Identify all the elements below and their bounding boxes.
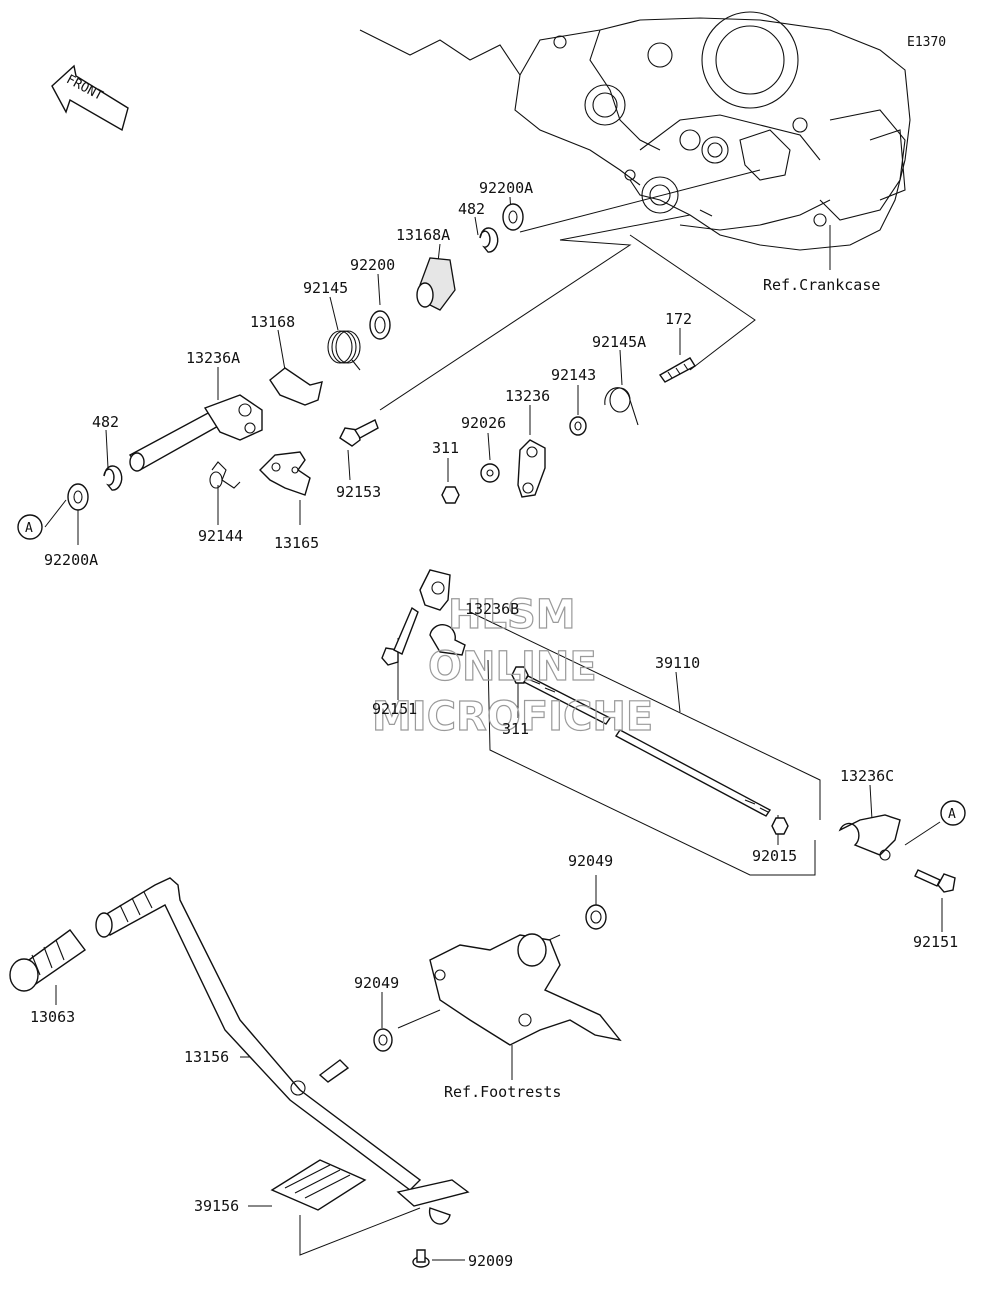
spring-92144 [209,461,241,489]
joint-13236C [838,814,901,861]
label-92145: 92145 [303,279,348,297]
circlip-482-left [103,465,123,491]
label-172: 172 [665,310,692,328]
watermark-line-3: MICROFICHE [372,694,653,740]
bushing-92049-mid [373,1028,393,1052]
crankcase-drawing [359,11,911,251]
label-92200A-top: 92200A [479,179,533,197]
label-311-mid: 311 [502,720,529,738]
bolt-92153 [339,419,379,447]
label-311-top: 311 [432,439,459,457]
label-13236B: 13236B [465,600,519,618]
footrest-bracket [429,933,622,1046]
pedal-13156 [95,877,422,1191]
bolt-92151-left [381,606,419,666]
marker-A-right-label: A [948,807,956,822]
bolt-92151-right [914,869,956,893]
label-92143: 92143 [551,366,596,384]
front-arrow-icon: FRONT [51,64,129,132]
label-92026: 92026 [461,414,506,432]
nut-92015 [771,817,789,835]
spring-92145A [604,387,639,426]
label-92009: 92009 [468,1252,513,1270]
label-92200A-left: 92200A [44,551,98,569]
spring-92145 [327,330,361,371]
nut-311-top [441,486,460,504]
label-92144: 92144 [198,527,243,545]
watermark-line-1: HLSM [448,592,576,638]
screw-92009 [412,1249,430,1268]
label-92200: 92200 [350,256,395,274]
ref-crankcase: Ref.Crankcase [763,276,880,294]
label-13168A: 13168A [396,226,450,244]
marker-A-right: A [940,800,966,826]
label-92153: 92153 [336,483,381,501]
ref-footrests: Ref.Footrests [444,1083,561,1101]
washer-92200A-left [67,483,89,511]
rubber-13063 [9,929,86,992]
watermark-line-2: ONLINE [428,644,597,690]
label-92151-left: 92151 [372,700,417,718]
label-13165: 13165 [274,534,319,552]
pin-172 [658,357,696,383]
label-92049-top: 92049 [568,852,613,870]
part-labels: E1370 Ref.Crankcase Ref.Footrests 92200A… [30,35,958,1270]
nut-311-mid [511,666,529,684]
label-39156: 39156 [194,1197,239,1215]
label-39110: 39110 [655,654,700,672]
lever-13236B [419,569,466,656]
shaft-13236A [128,394,263,472]
label-13063: 13063 [30,1008,75,1026]
label-13236A: 13236A [186,349,240,367]
label-13236: 13236 [505,387,550,405]
collar-92143 [569,416,587,436]
plate-13165 [259,451,311,496]
label-13156: 13156 [184,1048,229,1066]
washer-92026 [480,463,500,483]
bushing-92049-top [585,904,607,930]
collar-13168A [416,257,456,311]
watermark: HLSM ONLINE MICROFICHE [371,591,653,740]
label-482-left: 482 [92,413,119,431]
label-92145A: 92145A [592,333,646,351]
label-13168: 13168 [250,313,295,331]
label-13236C: 13236C [840,767,894,785]
label-92049-mid: 92049 [354,974,399,992]
diagram-code: E1370 [907,35,946,50]
label-482-top: 482 [458,200,485,218]
marker-A-left-label: A [25,521,33,536]
washer-92200A-top [502,203,524,231]
label-92015: 92015 [752,847,797,865]
washer-92200 [369,310,391,340]
lever-13236 [517,439,546,498]
label-92151-right: 92151 [913,933,958,951]
pad-39156 [270,1159,470,1225]
marker-A-left: A [17,514,43,540]
rod-39110 [522,675,772,817]
plate-13168 [269,367,323,406]
circlip-482-top [479,227,499,253]
